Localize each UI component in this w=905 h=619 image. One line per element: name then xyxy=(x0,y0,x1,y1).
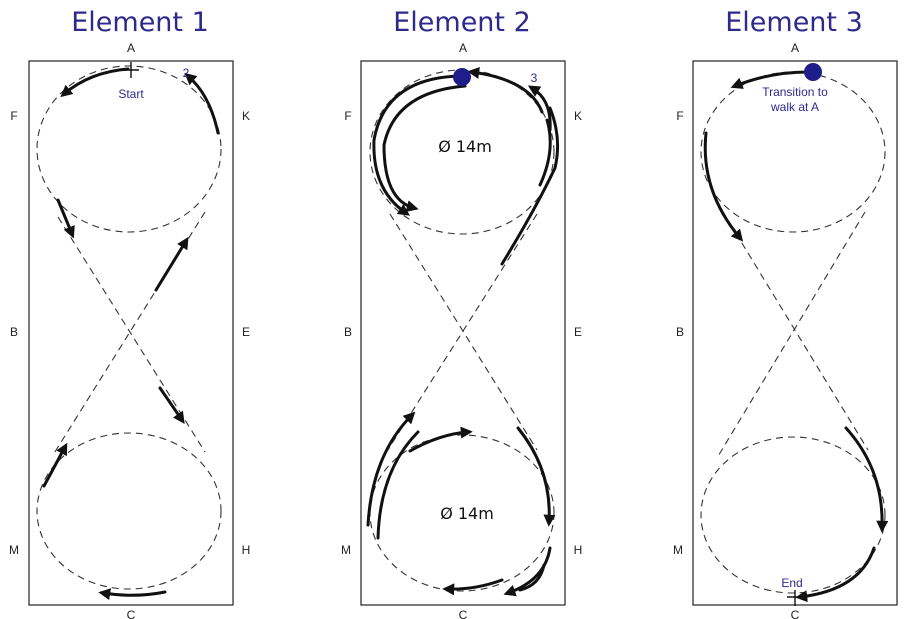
element-2-arrow-top-right-outer xyxy=(467,67,544,114)
element-1-letter-k: K xyxy=(242,109,250,123)
element-3-position-marker xyxy=(804,63,822,81)
element-2-arena xyxy=(360,60,566,606)
element-3-arrow-a xyxy=(730,70,810,89)
element-3-title: Element 3 xyxy=(725,7,863,38)
element-2-arrow-bottom-c xyxy=(442,578,504,596)
element-2-letter-a: A xyxy=(459,41,467,55)
element-1-start-cross-icon xyxy=(123,62,139,78)
element-1-arrow-k xyxy=(184,72,220,135)
element-3-diagonal-1 xyxy=(722,211,869,451)
element-2-arrow-top-k xyxy=(527,85,552,132)
element-1-arrow-start xyxy=(60,67,130,98)
element-1-letter-m: M xyxy=(9,543,19,557)
element-3-arrow-c xyxy=(795,546,876,603)
element-1-letter-a: A xyxy=(127,41,135,55)
element-2-letter-c: C xyxy=(459,608,468,619)
element-2-arrow-diag-to-k xyxy=(500,106,560,266)
element-2-letter-b: B xyxy=(344,325,352,339)
element-3-transition-line2: walk at A xyxy=(770,100,819,114)
element-1-arrow-diag-up xyxy=(154,236,189,292)
element-1-letter-b: B xyxy=(10,325,18,339)
element-2-arrow-bottom-left-outer xyxy=(366,411,416,527)
element-2-number: 3 xyxy=(531,71,538,85)
element-3-arena xyxy=(692,60,898,606)
element-3-panel: Element 3 A F B M C Transition to walk a… xyxy=(673,7,898,619)
element-1-arrow-f xyxy=(56,198,75,239)
element-1-letter-c: C xyxy=(127,608,136,619)
element-2-title: Element 2 xyxy=(393,7,531,38)
element-3-transition-line1: Transition to xyxy=(762,85,828,99)
element-1-start-label: Start xyxy=(118,87,144,101)
element-3-letter-b: B xyxy=(676,325,684,339)
element-2-arrow-bottom-h-inner xyxy=(518,563,546,592)
element-3-diagonal-2 xyxy=(716,211,866,459)
element-2-letter-k: K xyxy=(574,109,582,123)
element-2-letter-m: M xyxy=(341,543,351,557)
element-1-panel: Element 1 A F K B E M H C Start 2 xyxy=(9,7,250,619)
element-2-arrow-bottom-top xyxy=(408,426,473,453)
element-2-letter-h: H xyxy=(574,543,583,557)
element-1-letter-h: H xyxy=(242,543,251,557)
element-3-end-cross-icon xyxy=(787,590,803,606)
element-1-title: Element 1 xyxy=(71,7,209,38)
element-2-arrow-bottom-right xyxy=(516,426,556,527)
element-2-diameter-bottom: Ø 14m xyxy=(440,504,494,523)
element-2-arrow-bottom-h xyxy=(503,546,552,597)
element-2-letter-f: F xyxy=(344,109,351,123)
element-3-letter-f: F xyxy=(676,109,683,123)
element-2-diagonal-1 xyxy=(389,213,538,451)
element-3-letter-a: A xyxy=(791,41,799,55)
element-2-arrow-bottom-left-inner xyxy=(376,430,420,540)
element-3-arrow-f xyxy=(703,131,744,242)
element-2-panel: Element 2 A F K B E M H C 3 Ø 14m Ø 14m xyxy=(341,7,582,619)
element-1-top-circle xyxy=(36,65,222,233)
element-3-bottom-circle xyxy=(700,436,886,594)
element-2-letter-e: E xyxy=(574,325,582,339)
element-3-letter-m: M xyxy=(673,543,683,557)
element-2-arrow-top-left-inner xyxy=(382,84,467,212)
element-2-diameter-top: Ø 14m xyxy=(438,137,492,156)
element-1-letter-f: F xyxy=(10,109,17,123)
element-1-letter-e: E xyxy=(242,325,250,339)
element-1-arrow-c xyxy=(98,588,167,601)
element-2-arrow-k-inner xyxy=(538,118,552,187)
element-3-letter-c: C xyxy=(791,608,800,619)
element-1-arrow-m xyxy=(42,442,68,488)
element-1-number: 2 xyxy=(183,66,190,80)
element-3-arrow-h xyxy=(844,426,889,533)
element-3-end-label: End xyxy=(781,576,802,590)
element-2-position-marker xyxy=(453,68,471,86)
element-1-diagonal-1 xyxy=(57,216,206,453)
element-1-arena xyxy=(28,60,234,606)
element-1-arrow-diag-down xyxy=(158,386,185,424)
element-3-top-circle xyxy=(700,71,886,233)
element-2-arrow-top-left-outer xyxy=(372,74,462,216)
element-1-bottom-circle xyxy=(36,432,222,590)
